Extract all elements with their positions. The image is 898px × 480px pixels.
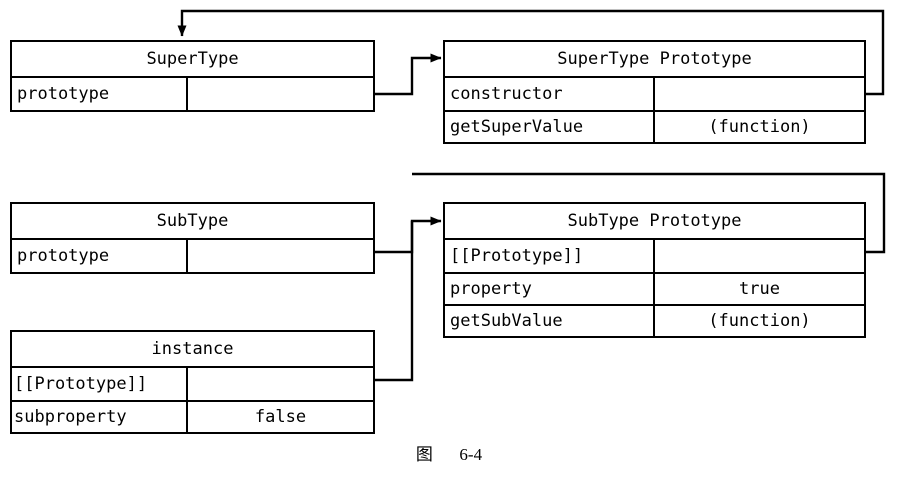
box-supertype: SuperType prototype bbox=[10, 40, 375, 112]
row-key-getsubvalue: getSubValue bbox=[445, 304, 655, 336]
row-key-prototype: prototype bbox=[12, 240, 188, 272]
box-supertype-title: SuperType bbox=[12, 42, 373, 78]
figure-caption: 图 6-4 bbox=[0, 440, 898, 465]
row-value-constructor bbox=[655, 78, 864, 110]
table-row: prototype bbox=[12, 78, 373, 110]
box-supertype-prototype-title: SuperType Prototype bbox=[445, 42, 864, 78]
table-row: prototype bbox=[12, 240, 373, 272]
row-key-prototype-internal: [[Prototype]] bbox=[12, 368, 188, 400]
row-value-prototype bbox=[188, 78, 373, 110]
row-key-getsupervalue: getSuperValue bbox=[445, 110, 655, 142]
figure-caption-number: 6-4 bbox=[459, 445, 483, 464]
box-subtype-prototype-title: SubType Prototype bbox=[445, 204, 864, 240]
row-key-prototype: prototype bbox=[12, 78, 188, 110]
table-row: property true bbox=[445, 272, 864, 304]
figure-caption-label: 图 bbox=[415, 445, 433, 464]
table-row: constructor bbox=[445, 78, 864, 110]
table-row: getSuperValue (function) bbox=[445, 110, 864, 142]
table-row: [[Prototype]] bbox=[12, 368, 373, 400]
row-key-prototype-internal: [[Prototype]] bbox=[445, 240, 655, 272]
row-key-property: property bbox=[445, 272, 655, 304]
box-subtype-prototype: SubType Prototype [[Prototype]] property… bbox=[443, 202, 866, 338]
row-key-subproperty: subproperty bbox=[12, 400, 188, 432]
box-supertype-prototype: SuperType Prototype constructor getSuper… bbox=[443, 40, 866, 144]
box-subtype-title: SubType bbox=[12, 204, 373, 240]
table-row: getSubValue (function) bbox=[445, 304, 864, 336]
box-instance: instance [[Prototype]] subproperty false bbox=[10, 330, 375, 434]
table-row: subproperty false bbox=[12, 400, 373, 432]
row-value-prototype bbox=[188, 240, 373, 272]
row-value-prototype-internal bbox=[655, 240, 864, 272]
box-instance-title: instance bbox=[12, 332, 373, 368]
box-subtype: SubType prototype bbox=[10, 202, 375, 274]
row-value-prototype-internal bbox=[188, 368, 373, 400]
table-row: [[Prototype]] bbox=[445, 240, 864, 272]
row-value-subproperty: false bbox=[188, 400, 373, 432]
row-value-getsubvalue: (function) bbox=[655, 304, 864, 336]
row-key-constructor: constructor bbox=[445, 78, 655, 110]
row-value-getsupervalue: (function) bbox=[655, 110, 864, 142]
row-value-property: true bbox=[655, 272, 864, 304]
